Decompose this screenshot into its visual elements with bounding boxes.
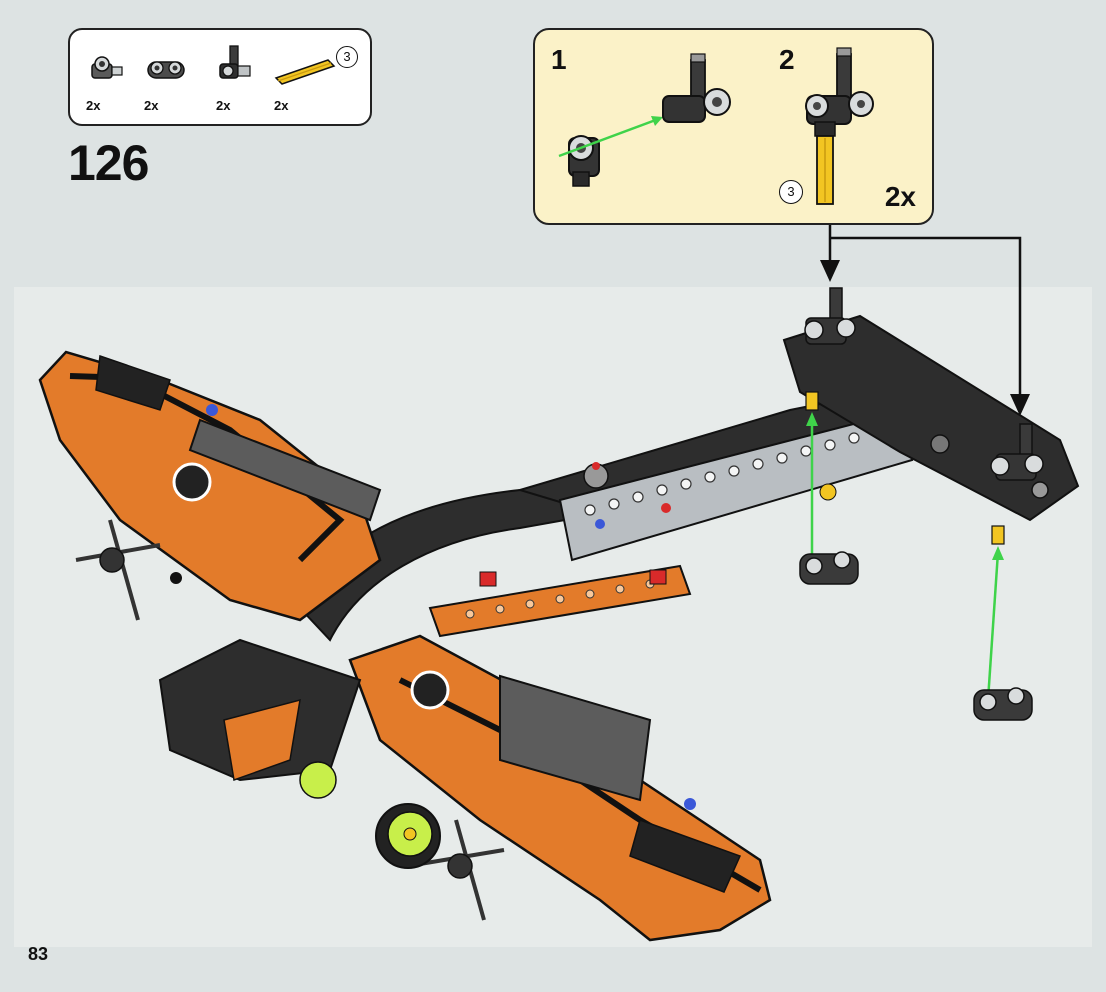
- gear-wheel: [299, 761, 337, 799]
- yellow-axle-icon: [274, 59, 336, 85]
- part-quantity: 2x: [144, 98, 159, 113]
- landing-wheel: [375, 803, 441, 869]
- upper-wing: [38, 350, 382, 622]
- placed-connector-left: [804, 287, 856, 411]
- lower-wing: [348, 634, 772, 942]
- yellow-axle-pin: [819, 483, 837, 501]
- assembly-arrow-head: [651, 116, 663, 126]
- part-quantity: 2x: [86, 98, 101, 113]
- propeller-hub: [99, 547, 125, 573]
- red-pin: [649, 569, 667, 585]
- double-pin-connector-loose: [973, 687, 1033, 721]
- axle-length-badge: 3: [336, 46, 358, 68]
- red-pin: [479, 571, 497, 587]
- parts-list-box: 2x 2x 2x 2x 3: [68, 28, 372, 126]
- sub-step-number: 1: [551, 44, 567, 75]
- placement-arrow-head: [1010, 394, 1030, 416]
- axle-connector-icon: [662, 53, 731, 123]
- callout-connector-lines: [828, 225, 1022, 400]
- fuselage-block: [158, 638, 362, 782]
- green-arrow-head: [992, 546, 1004, 560]
- blue-pin: [595, 519, 605, 529]
- part-quantity: 2x: [274, 98, 289, 113]
- orange-cross-beam: [428, 564, 692, 638]
- parts-list-illustrations: [91, 45, 336, 85]
- red-pin: [661, 503, 671, 513]
- red-axle-end: [592, 462, 600, 470]
- green-placement-arrows: [810, 418, 1000, 701]
- axle-length-badge: 3: [779, 180, 803, 204]
- axle-pin-connector-icon: [91, 56, 123, 79]
- propeller-hub: [447, 853, 473, 879]
- callout-multiplier: 2x: [884, 181, 916, 212]
- double-pin-connector-loose: [799, 551, 859, 585]
- placement-arrow-head: [820, 260, 840, 282]
- green-arrow-head: [806, 412, 818, 426]
- axle-connector-perpendicular-icon: [219, 45, 251, 79]
- sub-step-number: 2: [779, 44, 795, 75]
- part-quantity: 2x: [216, 98, 231, 113]
- assembled-connector-icon: [805, 47, 874, 205]
- double-pin-connector-icon: [147, 61, 185, 79]
- grey-beam: [558, 410, 914, 562]
- placed-connector-right: [990, 423, 1044, 545]
- step-number: 126: [68, 135, 149, 191]
- sub-assembly-callout: 1 2: [533, 28, 934, 225]
- assembly-arrow: [558, 116, 662, 158]
- callout-illustrations: [558, 47, 874, 205]
- page-number: 83: [28, 944, 49, 964]
